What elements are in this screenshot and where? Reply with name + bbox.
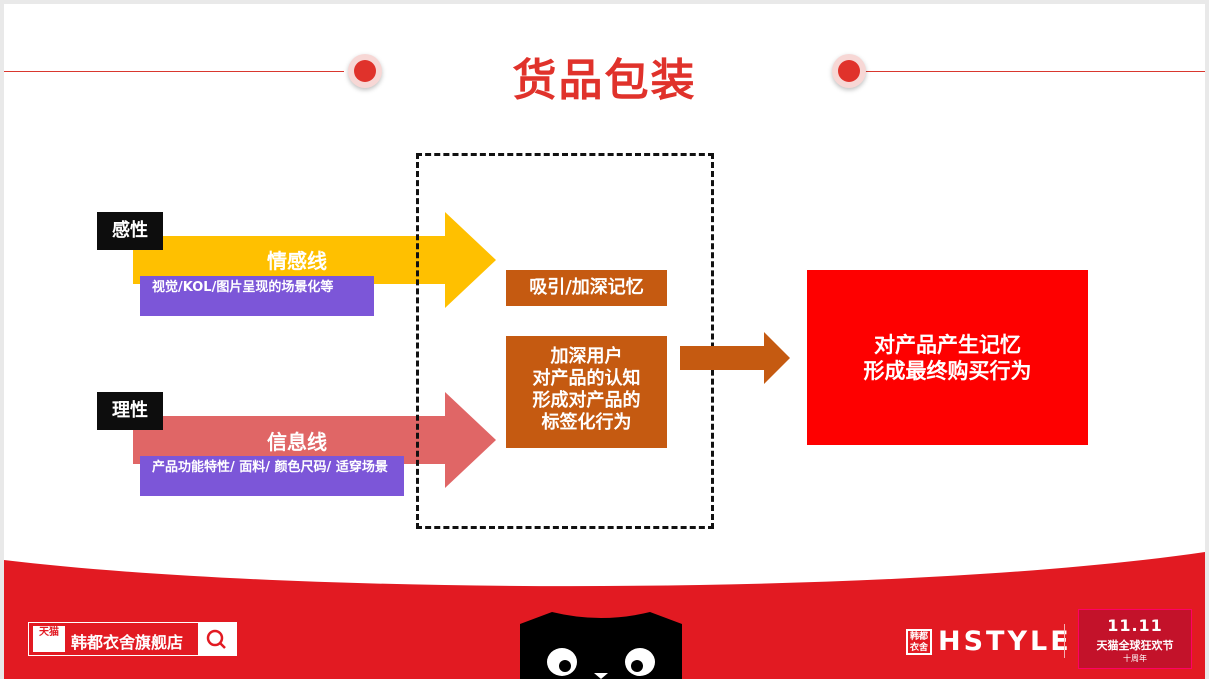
tmall-logo-icon: 天猫: [33, 626, 65, 652]
footer-divider: [1064, 624, 1065, 658]
deepen-cognition-line-2: 对产品的认知: [532, 368, 641, 389]
search-icon: [206, 629, 226, 649]
event-number: 11.11: [1107, 616, 1163, 635]
tmall-cat-mascot-icon: [520, 612, 682, 679]
search-button[interactable]: [198, 623, 236, 655]
hstyle-wordmark: HSTYLE: [938, 626, 1072, 657]
double-eleven-badge: 11.11 天猫全球狂欢节 十周年: [1078, 609, 1192, 669]
result-arrow: [680, 332, 790, 384]
emotion-line-desc: 视觉/KOL/图片呈现的场景化等: [140, 276, 374, 316]
page-title: 货品包装: [512, 55, 697, 106]
event-name: 天猫全球狂欢节: [1096, 639, 1174, 652]
footer-band: [4, 552, 1205, 679]
store-name: 韩都衣舍旗舰店: [71, 633, 184, 652]
slide: 货品包装 感性 情感线 视觉/KOL/图片呈现的场景化等 理性 信息线 产品功能…: [4, 4, 1205, 679]
deepen-cognition-line-3: 形成对产品的: [532, 390, 641, 411]
circle-ornament-right-icon: [832, 54, 866, 88]
deepen-cognition-line-1: 加深用户: [550, 346, 623, 367]
title-rule-right: [864, 71, 1205, 72]
deepen-cognition-line-4: 标签化行为: [541, 412, 632, 433]
hstyle-mark-icon: 韩都衣舍: [906, 629, 932, 655]
result-line-1: 对产品产生记忆: [874, 332, 1021, 357]
store-badge[interactable]: 天猫 韩都衣舍旗舰店: [28, 622, 237, 656]
result-box: 对产品产生记忆 形成最终购买行为: [807, 270, 1088, 445]
deepen-cognition-box: 加深用户 对产品的认知 形成对产品的 标签化行为: [506, 336, 667, 448]
title-rule-left: [4, 71, 344, 72]
info-line-label: 信息线: [267, 430, 327, 454]
attract-memory-box: 吸引/加深记忆: [506, 270, 667, 306]
circle-ornament-left-icon: [348, 54, 382, 88]
emotion-line-label: 情感线: [267, 249, 327, 273]
event-sub: 十周年: [1123, 654, 1147, 663]
process-dashed-frame: [416, 153, 714, 529]
rational-tag: 理性: [97, 392, 163, 430]
result-line-2: 形成最终购买行为: [863, 358, 1032, 383]
info-line-desc: 产品功能特性/ 面料/ 颜色尺码/ 适穿场景: [140, 456, 404, 496]
emotional-tag: 感性: [97, 212, 163, 250]
